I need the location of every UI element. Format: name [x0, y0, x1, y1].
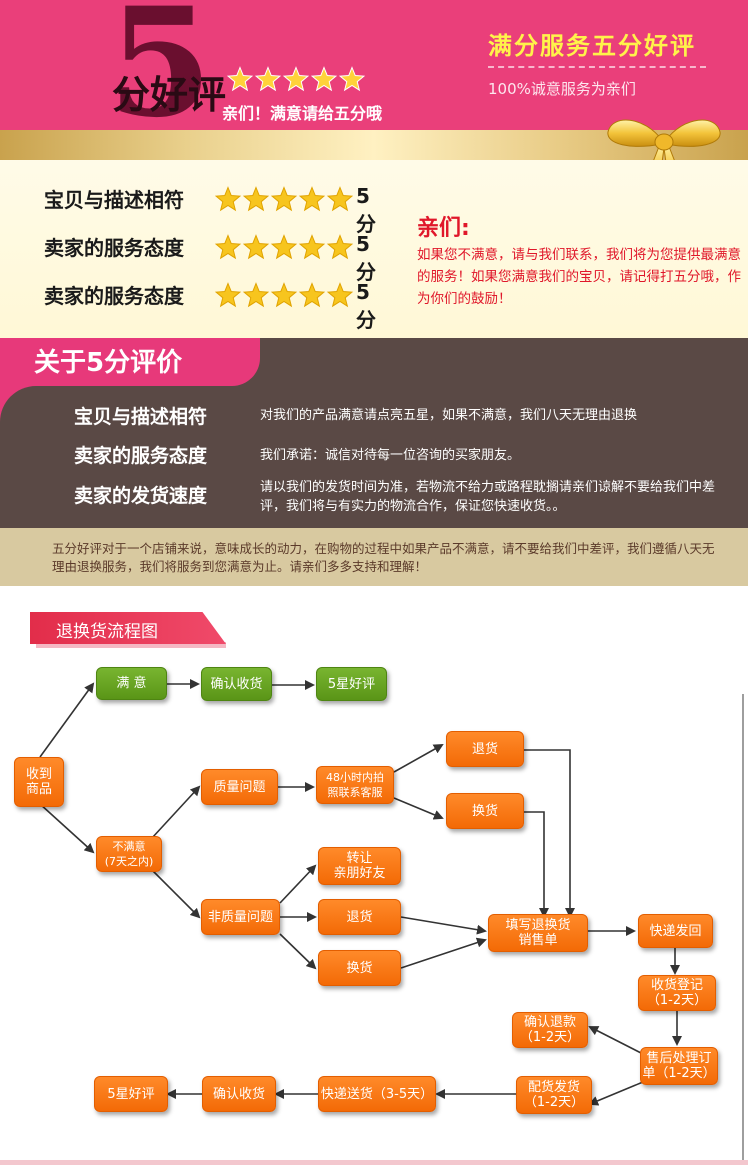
bottom-bar	[0, 1160, 748, 1165]
star-icon	[326, 234, 354, 260]
star-icon	[326, 186, 354, 212]
about-tab-curve	[0, 386, 90, 422]
rating-label: 卖家的服务态度	[44, 284, 184, 308]
star-icon	[214, 186, 242, 212]
rating-stars-icon	[214, 282, 354, 308]
flow-box-express-back: 快递发回	[638, 914, 713, 948]
rating-stars-icon	[214, 186, 354, 212]
flow-box-deliver: 快递送货（3-5天）	[318, 1076, 436, 1112]
star-icon	[270, 186, 298, 212]
flow-tab	[30, 612, 226, 644]
about-row-text: 我们承诺：诚信对待每一位咨询的买家朋友。	[260, 448, 521, 463]
about-row-label: 宝贝与描述相符	[74, 406, 208, 428]
dear-message: 如果您不满意，请与我们联系，我们将为您提供最满意的服务！如果您满意我们的宝贝，请…	[417, 247, 741, 307]
flow-box-fill-form: 填写退换货 销售单	[488, 914, 588, 952]
flow-box-five-star: 5星好评	[94, 1076, 168, 1112]
star-icon	[326, 282, 354, 308]
flow-box-register: 收货登记 （1-2天）	[638, 975, 716, 1011]
big-five-numeral: 5	[108, 0, 213, 151]
star-icon	[214, 234, 242, 260]
star-icon	[226, 66, 254, 92]
about-title: 关于5分评价	[34, 348, 183, 378]
about-row-label: 卖家的服务态度	[74, 445, 208, 467]
star-icon	[270, 234, 298, 260]
about-row-label: 卖家的发货速度	[74, 485, 208, 507]
header-stars-icon	[226, 66, 366, 92]
star-icon	[242, 282, 270, 308]
star-icon	[310, 66, 338, 92]
flow-box-receive: 收到 商品	[14, 757, 64, 807]
star-icon	[282, 66, 310, 92]
notice-text: 五分好评对于一个店铺来说，意味成长的动力，在购物的过程中如果产品不满意，请不要给…	[52, 541, 715, 574]
flow-box-quality-issue: 质量问题	[201, 769, 278, 805]
dear-title: 亲们:	[417, 216, 470, 241]
flow-box-exchange: 换货	[318, 950, 401, 986]
flow-box-exchange: 换货	[446, 793, 524, 829]
rating-panel	[0, 160, 748, 338]
rating-score: 5分	[356, 184, 376, 236]
rating-score: 5分	[356, 232, 376, 284]
header-right-title: 满分服务五分好评	[488, 32, 696, 60]
star-icon	[338, 66, 366, 92]
five-star-label: 分好评	[112, 73, 227, 117]
flow-box-transfer: 转让 亲朋好友	[318, 847, 401, 885]
star-icon	[270, 282, 298, 308]
star-icon	[298, 186, 326, 212]
flow-frame-line	[742, 694, 744, 1160]
flow-box-non-quality-issue: 非质量问题	[201, 899, 280, 935]
flow-box-five-star: 5星好评	[316, 667, 387, 701]
flow-box-after-sale: 售后处理订 单（1-2天）	[640, 1047, 718, 1085]
star-icon	[298, 282, 326, 308]
flow-box-return: 退货	[318, 899, 401, 935]
header-banner	[0, 0, 748, 130]
star-icon	[214, 282, 242, 308]
rating-stars-icon	[214, 234, 354, 260]
flow-tab-shadow	[36, 642, 226, 648]
star-icon	[242, 234, 270, 260]
flow-box-confirm-receipt: 确认收货	[201, 667, 272, 701]
flow-box-satisfied: 满 意	[96, 667, 167, 700]
flow-box-unsatisfied: 不满意 (7天之内)	[96, 836, 162, 872]
about-row-text: 请以我们的发货时间为准，若物流不给力或路程耽搁请亲们谅解不要给我们中差评，我们将…	[260, 480, 716, 514]
about-row-text: 对我们的产品满意请点亮五星，如果不满意，我们八天无理由退换	[260, 408, 638, 423]
notice-band	[0, 528, 748, 586]
star-icon	[298, 234, 326, 260]
rating-label: 宝贝与描述相符	[44, 188, 184, 212]
header-right-subtitle: 100%诚意服务为亲们	[488, 80, 636, 98]
header-subtitle: 亲们！满意请给五分哦	[222, 104, 383, 123]
star-icon	[254, 66, 282, 92]
rating-score: 5分	[356, 280, 376, 332]
flow-box-confirm-receipt: 确认收货	[202, 1076, 276, 1112]
star-icon	[242, 186, 270, 212]
about-tab	[0, 338, 260, 386]
rating-label: 卖家的服务态度	[44, 236, 184, 260]
flow-box-confirm-refund: 确认退款 （1-2天）	[512, 1012, 588, 1048]
flow-box-return: 退货	[446, 731, 524, 767]
flow-box-ship: 配货发货 （1-2天）	[516, 1076, 592, 1114]
flow-box-photo-contact: 48小时内拍 照联系客服	[316, 766, 394, 804]
flow-title: 退换货流程图	[56, 622, 158, 642]
header-divider	[488, 66, 706, 68]
